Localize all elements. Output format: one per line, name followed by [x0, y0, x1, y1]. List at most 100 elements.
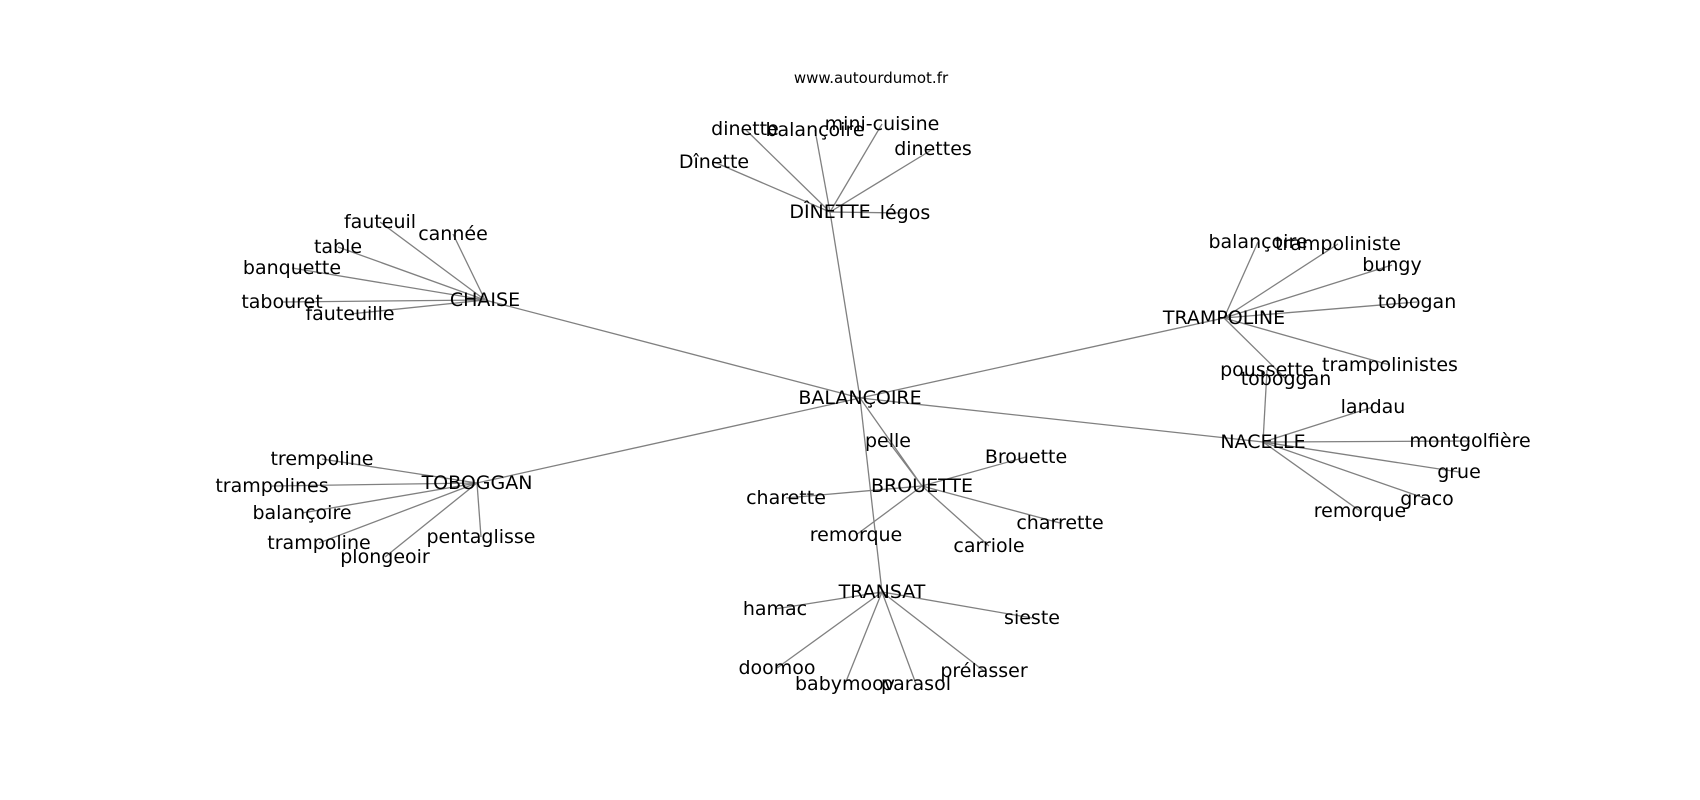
edge-nacelle_hub-n_montgolfiere — [1262, 440, 1471, 443]
node-label-c_table: table — [314, 236, 362, 258]
edge-nacelle_hub-n_grue — [1262, 441, 1460, 473]
node-label-b_remorque: remorque — [810, 524, 903, 546]
node-label-n_remorque: remorque — [1314, 500, 1407, 522]
edge-transat_hub-tr_parasol — [881, 591, 917, 685]
edge-dinette_hub-d_dinettes — [829, 148, 934, 213]
node-label-transat_hub: TRANSAT — [838, 581, 926, 603]
edge-chaise_hub-c_tabouret — [281, 299, 486, 303]
node-label-tb_trampolines: trampolines — [215, 475, 328, 497]
edge-chaise_hub-c_banquette — [291, 267, 486, 301]
node-label-d_legos: légos — [880, 202, 931, 224]
edge-chaise_hub-c_cannee — [452, 233, 486, 301]
node-label-b_charrette: charrette — [1016, 512, 1103, 534]
node-label-n_poussette: poussette — [1220, 359, 1314, 381]
node-label-dinette_hub: DÎNETTE — [789, 200, 870, 223]
node-label-n_grue: grue — [1437, 461, 1481, 483]
node-label-d_Dinette: Dînette — [679, 151, 749, 173]
edge-toboggan_hub-tb_trampolines — [271, 482, 478, 487]
node-label-d_dinettes: dinettes — [894, 138, 972, 160]
edge-toboggan_hub-tb_plongeoir — [384, 482, 478, 558]
edge-toboggan_hub-tb_trampoline — [318, 482, 478, 544]
edge-trampoline_hub-t_trampoliniste — [1223, 243, 1339, 319]
node-label-chaise_hub: CHAISE — [450, 289, 520, 311]
edge-brouette_hub-b_charrette — [921, 485, 1061, 524]
node-label-c_fauteuil: fauteuil — [344, 211, 416, 233]
edge-balancoire_center-dinette_hub — [829, 211, 861, 399]
node-label-tr_babymoov: babymoov — [795, 673, 895, 695]
edge-trampoline_hub-t_bungy — [1223, 264, 1393, 319]
node-label-t_toboggan: toboggan — [1241, 368, 1332, 390]
edge-brouette_hub-b_remorque — [855, 485, 923, 536]
node-label-d_minicuisine: mini-cuisine — [825, 113, 940, 135]
node-label-d_dinette: dinette — [711, 118, 779, 140]
edge-chaise_hub-c_table — [337, 246, 486, 301]
edge-chaise_hub-c_fauteuil — [379, 221, 486, 301]
edge-dinette_hub-d_minicuisine — [829, 123, 883, 213]
edge-nacelle_hub-n_graco — [1262, 441, 1428, 500]
edge-balancoire_center-chaise_hub — [484, 299, 861, 399]
edge-nacelle_hub-n_remorque — [1262, 441, 1361, 512]
node-label-balancoire_center: BALANÇOIRE — [798, 387, 921, 409]
node-label-nacelle_hub: NACELLE — [1220, 431, 1305, 453]
node-label-t_tobogan: tobogan — [1378, 291, 1457, 313]
edge-transat_hub-tr_babymoov — [844, 591, 883, 685]
edge-balancoire_center-transat_hub — [859, 397, 883, 593]
edge-trampoline_hub-t_toboggan — [1223, 317, 1287, 380]
node-label-b_Brouette: Brouette — [985, 446, 1067, 468]
edge-toboggan_hub-tb_pentaglisse — [476, 482, 482, 538]
edge-nacelle_hub-n_landau — [1262, 406, 1374, 443]
edge-trampoline_hub-t_trampolinistes — [1223, 317, 1391, 366]
edge-transat_hub-tr_hamac — [774, 591, 883, 610]
node-label-brouette_hub: BROUETTE — [871, 475, 973, 497]
edge-toboggan_hub-tb_trempoline — [321, 458, 478, 484]
node-label-b_carriole: carriole — [953, 535, 1024, 557]
node-label-n_montgolfiere: montgolfière — [1409, 430, 1530, 452]
edge-trampoline_hub-t_tobogan — [1223, 301, 1418, 319]
node-label-t_balancoire: balançoire — [1208, 231, 1307, 253]
node-label-t_bungy: bungy — [1362, 254, 1421, 276]
node-label-tb_pentaglisse: pentaglisse — [427, 526, 536, 548]
node-label-tr_doomoo: doomoo — [738, 657, 815, 679]
edge-dinette_hub-d_legos — [829, 211, 906, 214]
edge-dinette_hub-d_dinette — [744, 128, 831, 213]
node-label-tb_plongeoir: plongeoir — [340, 546, 430, 568]
node-label-tr_hamac: hamac — [743, 598, 807, 620]
edge-transat_hub-tr_prelasser — [881, 591, 985, 672]
edge-brouette_hub-b_pelle — [887, 440, 923, 487]
node-label-toboggan_hub: TOBOGGAN — [421, 472, 533, 494]
node-label-tb_trempoline: trempoline — [270, 448, 373, 470]
node-label-tb_trampoline: trampoline — [267, 532, 370, 554]
node-label-b_pelle: pelle — [865, 430, 911, 452]
edge-trampoline_hub-t_balancoire — [1223, 241, 1259, 319]
edge-chaise_hub-c_fauteuille — [349, 299, 486, 315]
edge-transat_hub-tr_sieste — [881, 591, 1033, 619]
edge-toboggan_hub-tb_balancoire — [301, 482, 478, 514]
node-label-trampoline_hub: TRAMPOLINE — [1162, 307, 1285, 329]
node-label-t_trampolinistes: trampolinistes — [1322, 354, 1458, 376]
node-label-d_balancoire: balançoire — [765, 119, 864, 141]
edge-brouette_hub-b_charette — [785, 485, 923, 499]
edge-nacelle_hub-n_poussette — [1262, 369, 1268, 443]
node-label-c_cannee: cannée — [418, 223, 488, 245]
node-label-n_landau: landau — [1341, 396, 1406, 418]
node-label-tr_sieste: sieste — [1004, 607, 1060, 629]
edge-dinette_hub-d_Dinette — [713, 161, 831, 213]
node-label-tr_parasol: parasol — [881, 673, 951, 695]
node-label-c_banquette: banquette — [243, 257, 341, 279]
website-watermark: www.autourdumot.fr — [794, 69, 949, 87]
node-label-c_tabouret: tabouret — [241, 291, 322, 313]
edge-dinette_hub-d_balancoire — [814, 129, 831, 213]
node-label-t_trampoliniste: trampoliniste — [1275, 233, 1401, 255]
node-label-c_fauteuille: fauteuille — [305, 303, 394, 325]
edge-transat_hub-tr_doomoo — [776, 591, 883, 669]
edge-balancoire_center-nacelle_hub — [859, 397, 1264, 443]
node-label-tr_prelasser: prélasser — [940, 660, 1028, 682]
edge-brouette_hub-b_carriole — [921, 485, 990, 547]
graph-nodes: BALANÇOIRE DÎNETTE CHAISE TRAMPOLINE NACELLE… — [215, 113, 1530, 695]
node-label-b_charette: charette — [746, 487, 826, 509]
edge-balancoire_center-trampoline_hub — [859, 317, 1225, 399]
edge-balancoire_center-toboggan_hub — [476, 397, 861, 484]
node-label-tb_balancoire: balançoire — [252, 502, 351, 524]
edge-brouette_hub-b_Brouette — [921, 456, 1027, 487]
